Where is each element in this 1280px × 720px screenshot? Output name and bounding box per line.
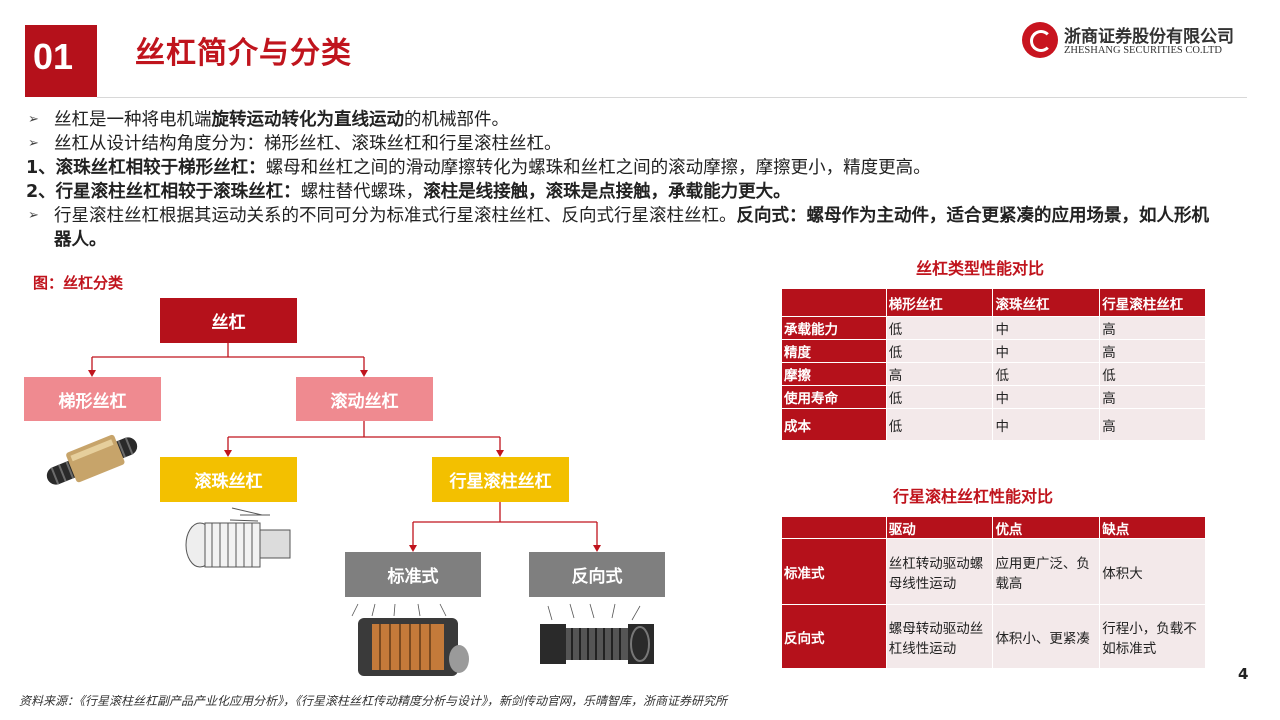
row-label: 成本 bbox=[781, 408, 887, 441]
table-header-row: 梯形丝杠 滚珠丝杠 行星滚柱丝杠 bbox=[781, 288, 1206, 317]
standard-planetary-screw-image bbox=[351, 603, 469, 676]
arrow-bullet-icon: ➢ bbox=[28, 112, 39, 127]
table2-title: 行星滚柱丝杠性能对比 bbox=[893, 487, 1054, 506]
table-cell: 中 bbox=[992, 339, 1101, 363]
table-cell: 丝杠转动驱动螺母线性运动 bbox=[885, 538, 994, 605]
table-cell: 低 bbox=[885, 339, 994, 363]
planetary-screw-comparison-table: 驱动 优点 缺点 标准式 丝杠转动驱动螺母线性运动 应用更广泛、负载高 体积大 … bbox=[781, 516, 1206, 669]
table-header-cell: 优点 bbox=[992, 516, 1101, 539]
table-header-cell: 行星滚柱丝杠 bbox=[1099, 288, 1206, 317]
row-label: 摩擦 bbox=[781, 362, 887, 386]
arrow-bullet-icon: ➢ bbox=[28, 208, 39, 223]
table-row: 使用寿命 低 中 高 bbox=[781, 385, 1206, 409]
page-title: 丝杠简介与分类 bbox=[135, 36, 352, 71]
table-cell: 中 bbox=[992, 385, 1101, 409]
tree-node-trapezoid-screw: 梯形丝杠 bbox=[24, 377, 161, 421]
table-cell: 低 bbox=[885, 385, 994, 409]
bullet-4: 2、行星滚柱丝杠相较于滚珠丝杠：螺柱替代螺珠，滚柱是线接触，滚珠是点接触，承载能… bbox=[26, 182, 791, 202]
inverted-planetary-screw-image bbox=[540, 603, 654, 664]
table-cell: 低 bbox=[885, 408, 994, 441]
table1-title: 丝杠类型性能对比 bbox=[916, 259, 1045, 278]
table-cell: 高 bbox=[885, 362, 994, 386]
trapezoid-screw-image bbox=[46, 428, 138, 494]
table-cell: 应用更广泛、负载高 bbox=[992, 538, 1101, 605]
table-header-cell: 梯形丝杠 bbox=[885, 288, 994, 317]
tree-node-ball-screw: 滚珠丝杠 bbox=[160, 457, 297, 502]
ball-screw-image bbox=[185, 507, 291, 568]
table-cell: 高 bbox=[1099, 339, 1206, 363]
row-label: 精度 bbox=[781, 339, 887, 363]
table-cell: 低 bbox=[885, 316, 994, 340]
screw-type-comparison-table: 梯形丝杠 滚珠丝杠 行星滚柱丝杠 承载能力 低 中 高 精度 低 中 高 摩擦 … bbox=[781, 288, 1206, 441]
row-label: 使用寿命 bbox=[781, 385, 887, 409]
table-row: 反向式 螺母转动驱动丝杠线性运动 体积小、更紧凑 行程小，负载不如标准式 bbox=[781, 604, 1206, 669]
table-row: 标准式 丝杠转动驱动螺母线性运动 应用更广泛、负载高 体积大 bbox=[781, 538, 1206, 605]
company-logo: 浙商证券股份有限公司 ZHESHANG SECURITIES CO.LTD bbox=[1022, 22, 1252, 66]
section-number: 01 bbox=[33, 36, 74, 77]
table-header-cell bbox=[781, 516, 887, 539]
tree-node-planetary-roller-screw: 行星滚柱丝杠 bbox=[432, 457, 569, 502]
tree-node-screw: 丝杠 bbox=[160, 298, 297, 343]
table-row: 承载能力 低 中 高 bbox=[781, 316, 1206, 340]
source-note: 资料来源：《行星滚柱丝杠副产品产业化应用分析》，《行星滚柱丝杠传动精度分析与设计… bbox=[19, 694, 728, 708]
table-row: 精度 低 中 高 bbox=[781, 339, 1206, 363]
table-header-cell bbox=[781, 288, 887, 317]
company-logo-icon bbox=[1022, 22, 1058, 58]
table-cell: 螺母转动驱动丝杠线性运动 bbox=[885, 604, 994, 669]
table-row: 摩擦 高 低 低 bbox=[781, 362, 1206, 386]
title-divider bbox=[97, 97, 1247, 98]
bullet-2: ➢ 丝杠从设计结构角度分为：梯形丝杠、滚珠丝杠和行星滚柱丝杠。 bbox=[28, 134, 562, 154]
row-label: 承载能力 bbox=[781, 316, 887, 340]
intro-bullets: ➢ 丝杠是一种将电机端旋转运动转化为直线运动的机械部件。 ➢ 丝杠从设计结构角度… bbox=[26, 108, 1226, 252]
page-number: 4 bbox=[1238, 665, 1249, 683]
table-header-cell: 缺点 bbox=[1099, 516, 1206, 539]
table-cell: 低 bbox=[1099, 362, 1206, 386]
bullet-3: 1、滚珠丝杠相较于梯形丝杠：螺母和丝杠之间的滑动摩擦转化为螺珠和丝杠之间的滚动摩… bbox=[26, 158, 931, 178]
tree-node-rolling-screw: 滚动丝杠 bbox=[296, 377, 433, 421]
row-label: 标准式 bbox=[781, 538, 887, 605]
tree-node-standard: 标准式 bbox=[345, 552, 481, 597]
arrow-bullet-icon: ➢ bbox=[28, 136, 39, 151]
figure-caption: 图：丝杠分类 bbox=[33, 274, 124, 292]
table-cell: 高 bbox=[1099, 385, 1206, 409]
logo-english-name: ZHESHANG SECURITIES CO.LTD bbox=[1064, 45, 1222, 56]
table-cell: 高 bbox=[1099, 408, 1206, 441]
row-label: 反向式 bbox=[781, 604, 887, 669]
bullet-5: ➢ 行星滚柱丝杠根据其运动关系的不同可分为标准式行星滚柱丝杠、反向式行星滚柱丝杠… bbox=[28, 206, 1209, 250]
table-cell: 高 bbox=[1099, 316, 1206, 340]
table-cell: 行程小，负载不如标准式 bbox=[1099, 604, 1206, 669]
table-cell: 中 bbox=[992, 408, 1101, 441]
table-row: 成本 低 中 高 bbox=[781, 408, 1206, 441]
table-header-row: 驱动 优点 缺点 bbox=[781, 516, 1206, 539]
tree-node-inverted: 反向式 bbox=[529, 552, 665, 597]
section-number-badge: 01 bbox=[25, 25, 97, 97]
logo-chinese-name: 浙商证券股份有限公司 bbox=[1064, 27, 1234, 47]
table-cell: 体积小、更紧凑 bbox=[992, 604, 1101, 669]
table-cell: 体积大 bbox=[1099, 538, 1206, 605]
table-header-cell: 驱动 bbox=[885, 516, 994, 539]
table-header-cell: 滚珠丝杠 bbox=[992, 288, 1101, 317]
table-cell: 中 bbox=[992, 316, 1101, 340]
table-cell: 低 bbox=[992, 362, 1101, 386]
bullet-1: ➢ 丝杠是一种将电机端旋转运动转化为直线运动的机械部件。 bbox=[28, 110, 509, 130]
tree-connectors bbox=[46, 343, 654, 676]
